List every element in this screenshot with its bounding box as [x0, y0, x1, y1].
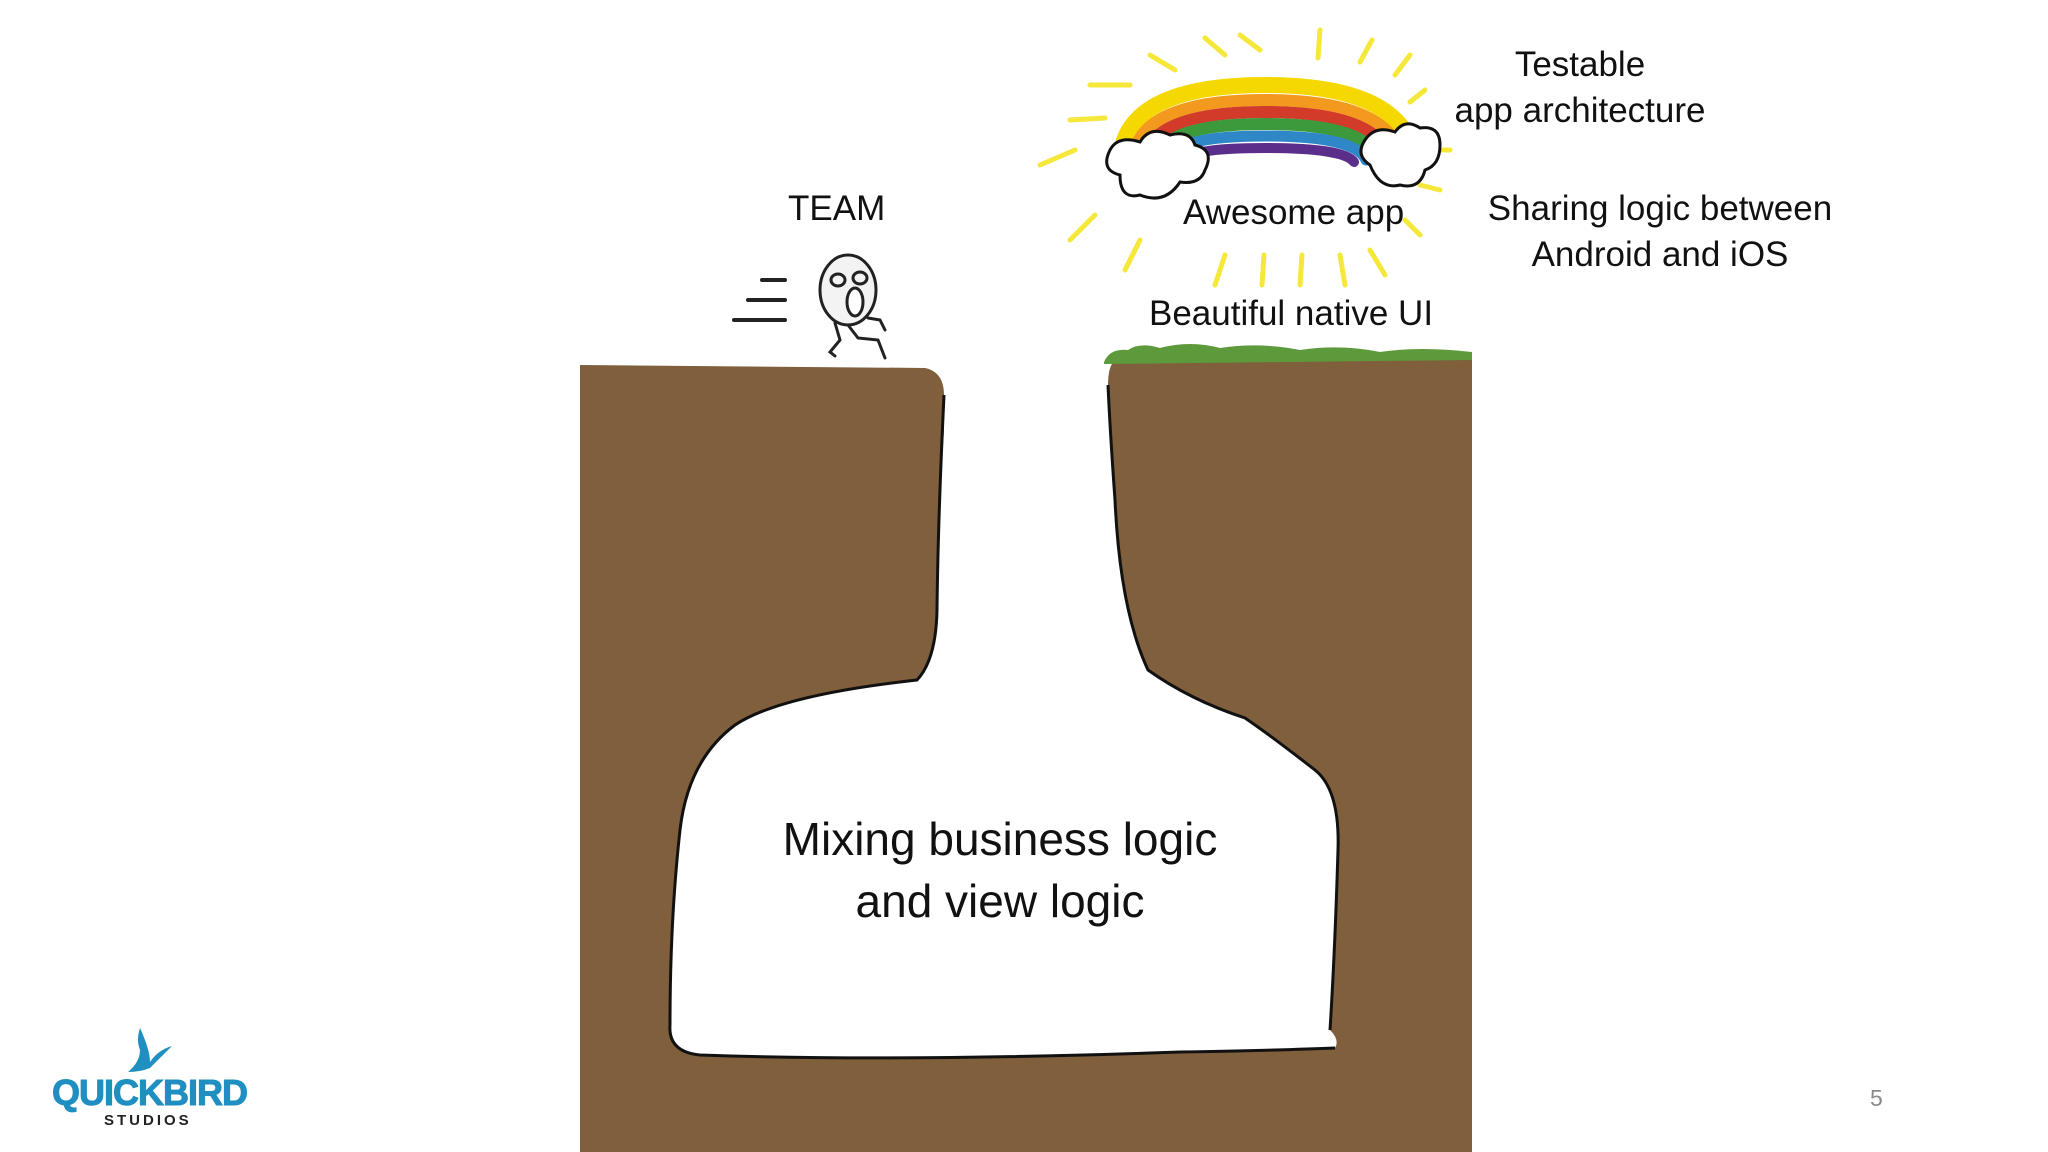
sharing-line-2: Android and iOS: [1531, 235, 1789, 274]
rage-face-runner-icon: [818, 253, 887, 360]
bird-logo-icon: [128, 1028, 172, 1072]
cave-line-1: Mixing business logic: [782, 813, 1218, 865]
cave-outline: [668, 384, 1340, 1060]
cave-label: Mixing business logic and view logic: [740, 808, 1260, 932]
cloud-icon: [1359, 122, 1442, 188]
testable-line-2: app architecture: [1454, 91, 1706, 130]
cave-line-2: and view logic: [855, 875, 1145, 927]
sharing-logic-label: Sharing logic between Android and iOS: [1480, 186, 1840, 278]
team-label: TEAM: [788, 189, 886, 228]
testable-line-1: Testable: [1514, 45, 1646, 84]
logo-wordmark: QUICKBIRD: [52, 1072, 249, 1114]
native-ui-label: Beautiful native UI: [1149, 294, 1434, 333]
sharing-line-1: Sharing logic between: [1487, 189, 1833, 228]
quickbird-logo: QUICKBIRD STUDIOS: [52, 1020, 252, 1130]
grass-strip: [1104, 344, 1472, 364]
page-number: 5: [1870, 1085, 1883, 1111]
cloud-icon: [1105, 129, 1210, 200]
speed-lines-icon: [732, 278, 787, 322]
ground-with-cave: [580, 357, 1472, 1152]
awesome-app-label: Awesome app: [1183, 193, 1405, 232]
logo-subtitle: STUDIOS: [104, 1112, 192, 1129]
testable-architecture-label: Testable app architecture: [1430, 42, 1730, 134]
